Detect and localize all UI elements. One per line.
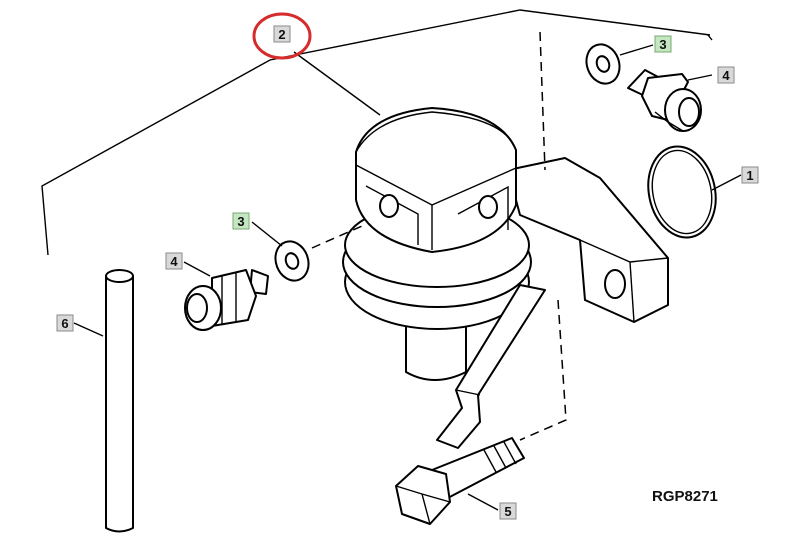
part-6-pin (105, 269, 134, 533)
leader-1 (711, 174, 742, 191)
assembly-bracket-line (41, 9, 711, 256)
part-5-bolt (395, 437, 525, 525)
callout-5-label: 5 (504, 504, 511, 519)
part-3-washer-left (274, 240, 310, 282)
part-1-o-ring (647, 145, 717, 239)
part-3-washer-top (585, 43, 621, 85)
callout-6-label: 6 (61, 316, 68, 331)
alignment-line-top (539, 31, 546, 171)
callout-4-top-label: 4 (722, 68, 730, 83)
callout-1[interactable]: 1 (741, 166, 759, 184)
leader-4-left (183, 261, 211, 277)
callout-4-top[interactable]: 4 (717, 66, 735, 84)
leader-6 (73, 322, 104, 337)
callout-2-label: 2 (278, 27, 285, 42)
callout-3-left-label: 3 (237, 214, 244, 229)
leader-2 (293, 51, 381, 116)
callout-1-label: 1 (746, 168, 753, 183)
callout-5[interactable]: 5 (499, 502, 517, 520)
callout-3-left[interactable]: 3 (232, 212, 250, 230)
alignment-line-right (519, 299, 567, 441)
callout-2[interactable]: 2 (273, 25, 291, 43)
assembly-bracket-line-right (707, 34, 713, 41)
callout-6[interactable]: 6 (56, 314, 74, 332)
callout-3-top-label: 3 (659, 37, 666, 52)
leader-3-left (251, 221, 283, 247)
part-4-fitting-top (627, 69, 702, 132)
leader-3-top (619, 44, 654, 56)
leader-5 (467, 493, 499, 511)
part-2-pump-body (342, 107, 669, 449)
reference-code: RGP8271 (652, 488, 718, 505)
leader-4-top (687, 74, 713, 81)
part-4-fitting-left (184, 269, 269, 331)
alignment-line-left (311, 225, 363, 249)
callout-3-top[interactable]: 3 (654, 35, 672, 53)
highlight-circle (252, 12, 312, 60)
callout-4-left[interactable]: 4 (165, 252, 183, 270)
callout-4-left-label: 4 (170, 254, 178, 269)
